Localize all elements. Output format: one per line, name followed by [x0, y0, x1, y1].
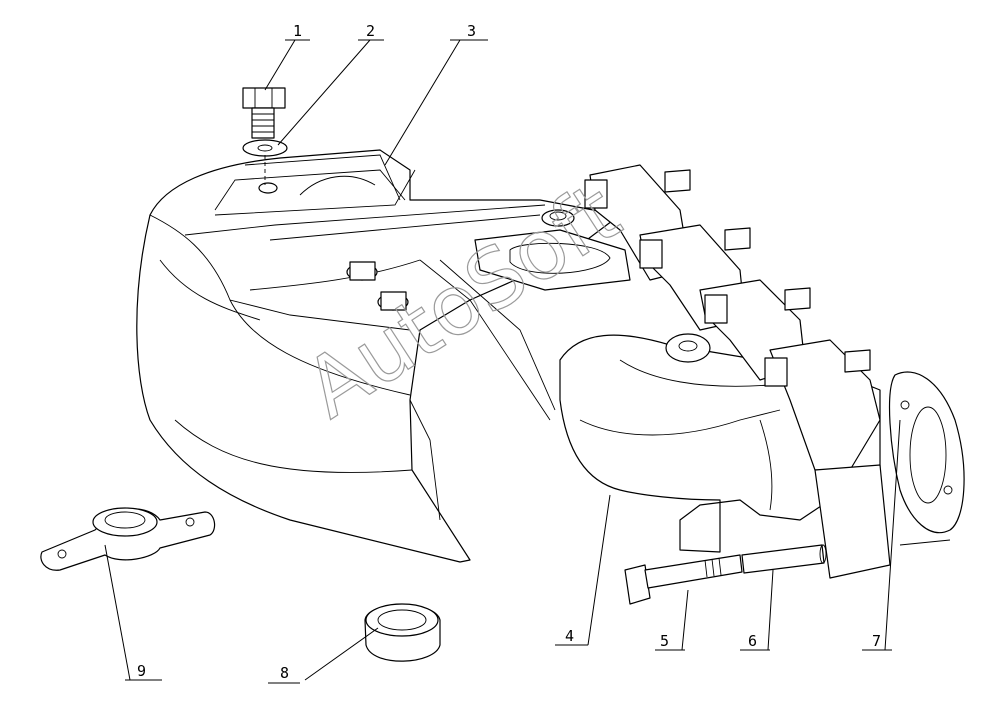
callout-9: 9: [137, 662, 146, 680]
bolt-part-1: [242, 87, 286, 139]
callout-8: 8: [280, 664, 289, 682]
gasket-part-7: [888, 371, 965, 534]
exhaust-manifold-part: [346, 164, 891, 579]
mount-flange-part-9: [40, 507, 216, 571]
callout-4: 4: [565, 627, 574, 645]
spacer-part-6: [741, 544, 827, 574]
callout-7: 7: [872, 632, 881, 650]
bushing-part-8: [364, 603, 441, 662]
callout-3: 3: [467, 22, 476, 40]
bolt-part-5: [624, 554, 743, 605]
leader-lines: [104, 39, 951, 684]
callout-2: 2: [366, 22, 375, 40]
callout-1: 1: [293, 22, 302, 40]
callout-5: 5: [660, 632, 669, 650]
callout-6: 6: [748, 632, 757, 650]
